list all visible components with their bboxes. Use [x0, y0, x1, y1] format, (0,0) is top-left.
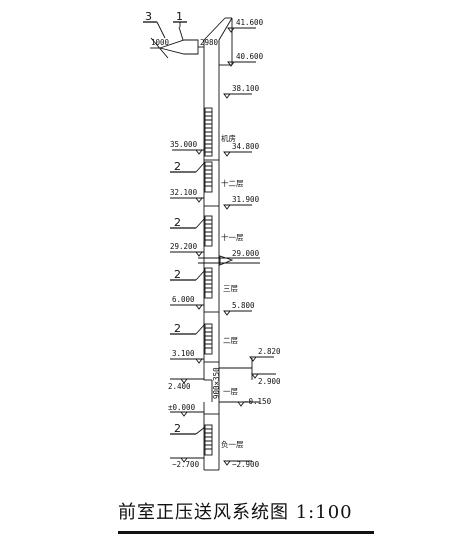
- left-level-markers: 35.000 2 32.100 2 29.200 2 6.000 2 3.100…: [168, 140, 206, 469]
- outlet-tag: 2: [174, 268, 181, 281]
- level-2400: 2.400: [168, 382, 191, 391]
- level-29000: 29.000: [232, 249, 260, 258]
- floor-labels: 机房 十二层 十一层 三层 二层 一层 负一层: [221, 133, 244, 449]
- floor-label-12f: 十二层: [221, 178, 244, 188]
- drawing-title: 前室正压送风系统图 1:100: [118, 502, 353, 523]
- callout-1: 1: [176, 10, 183, 23]
- fan-inlet: [150, 26, 204, 59]
- level-pm-0000: ±0.000: [168, 403, 196, 412]
- floor-label-1f: 一层: [223, 387, 238, 396]
- level-31900: 31.900: [232, 195, 260, 204]
- level-minus-2700: −2.700: [172, 460, 200, 469]
- level-6000: 6.000: [172, 295, 195, 304]
- floor-label-2f: 二层: [223, 336, 238, 345]
- vertical-duct-size: 900×350: [212, 367, 221, 399]
- level-34800: 34.800: [232, 142, 260, 151]
- floor-label-3f: 三层: [223, 284, 238, 293]
- level-minus-2900: −2.900: [232, 460, 260, 469]
- top-callouts: 3 1 1000 2980: [143, 10, 219, 47]
- level-3100: 3.100: [172, 349, 195, 358]
- floor-label-11f: 十一层: [221, 232, 244, 242]
- outlet-tag: 2: [174, 160, 181, 173]
- level-40600: 40.600: [236, 52, 264, 61]
- outlet-grilles: [204, 107, 213, 456]
- floor-label-b1: 负一层: [221, 439, 244, 449]
- shaft: [203, 40, 220, 471]
- callout-3: 3: [145, 10, 152, 23]
- outlet-tag: 2: [174, 322, 181, 335]
- level-32100: 32.100: [170, 188, 198, 197]
- level-2900: 2.900: [258, 377, 281, 386]
- inlet-width-label: 1000: [151, 38, 170, 47]
- duct-size-label: 2980: [200, 38, 219, 47]
- level-2820: 2.820: [258, 347, 281, 356]
- outlet-tag: 2: [174, 216, 181, 229]
- title-underline: [118, 531, 374, 534]
- level-29200: 29.200: [170, 242, 198, 251]
- duct-offset: 900×350: [204, 367, 221, 402]
- break-mark: [198, 255, 260, 266]
- level-38100: 38.100: [232, 84, 260, 93]
- floor-label-machine-room: 机房: [221, 133, 236, 143]
- level-41600: 41.600: [236, 18, 264, 27]
- level-35000: 35.000: [170, 140, 198, 149]
- right-level-markers: 41.600 40.600 38.100 34.800 31.900 29.00…: [219, 18, 281, 469]
- outlet-tag: 2: [174, 422, 181, 435]
- level-minus-0150: −0.150: [244, 397, 272, 406]
- level-5800: 5.800: [232, 301, 255, 310]
